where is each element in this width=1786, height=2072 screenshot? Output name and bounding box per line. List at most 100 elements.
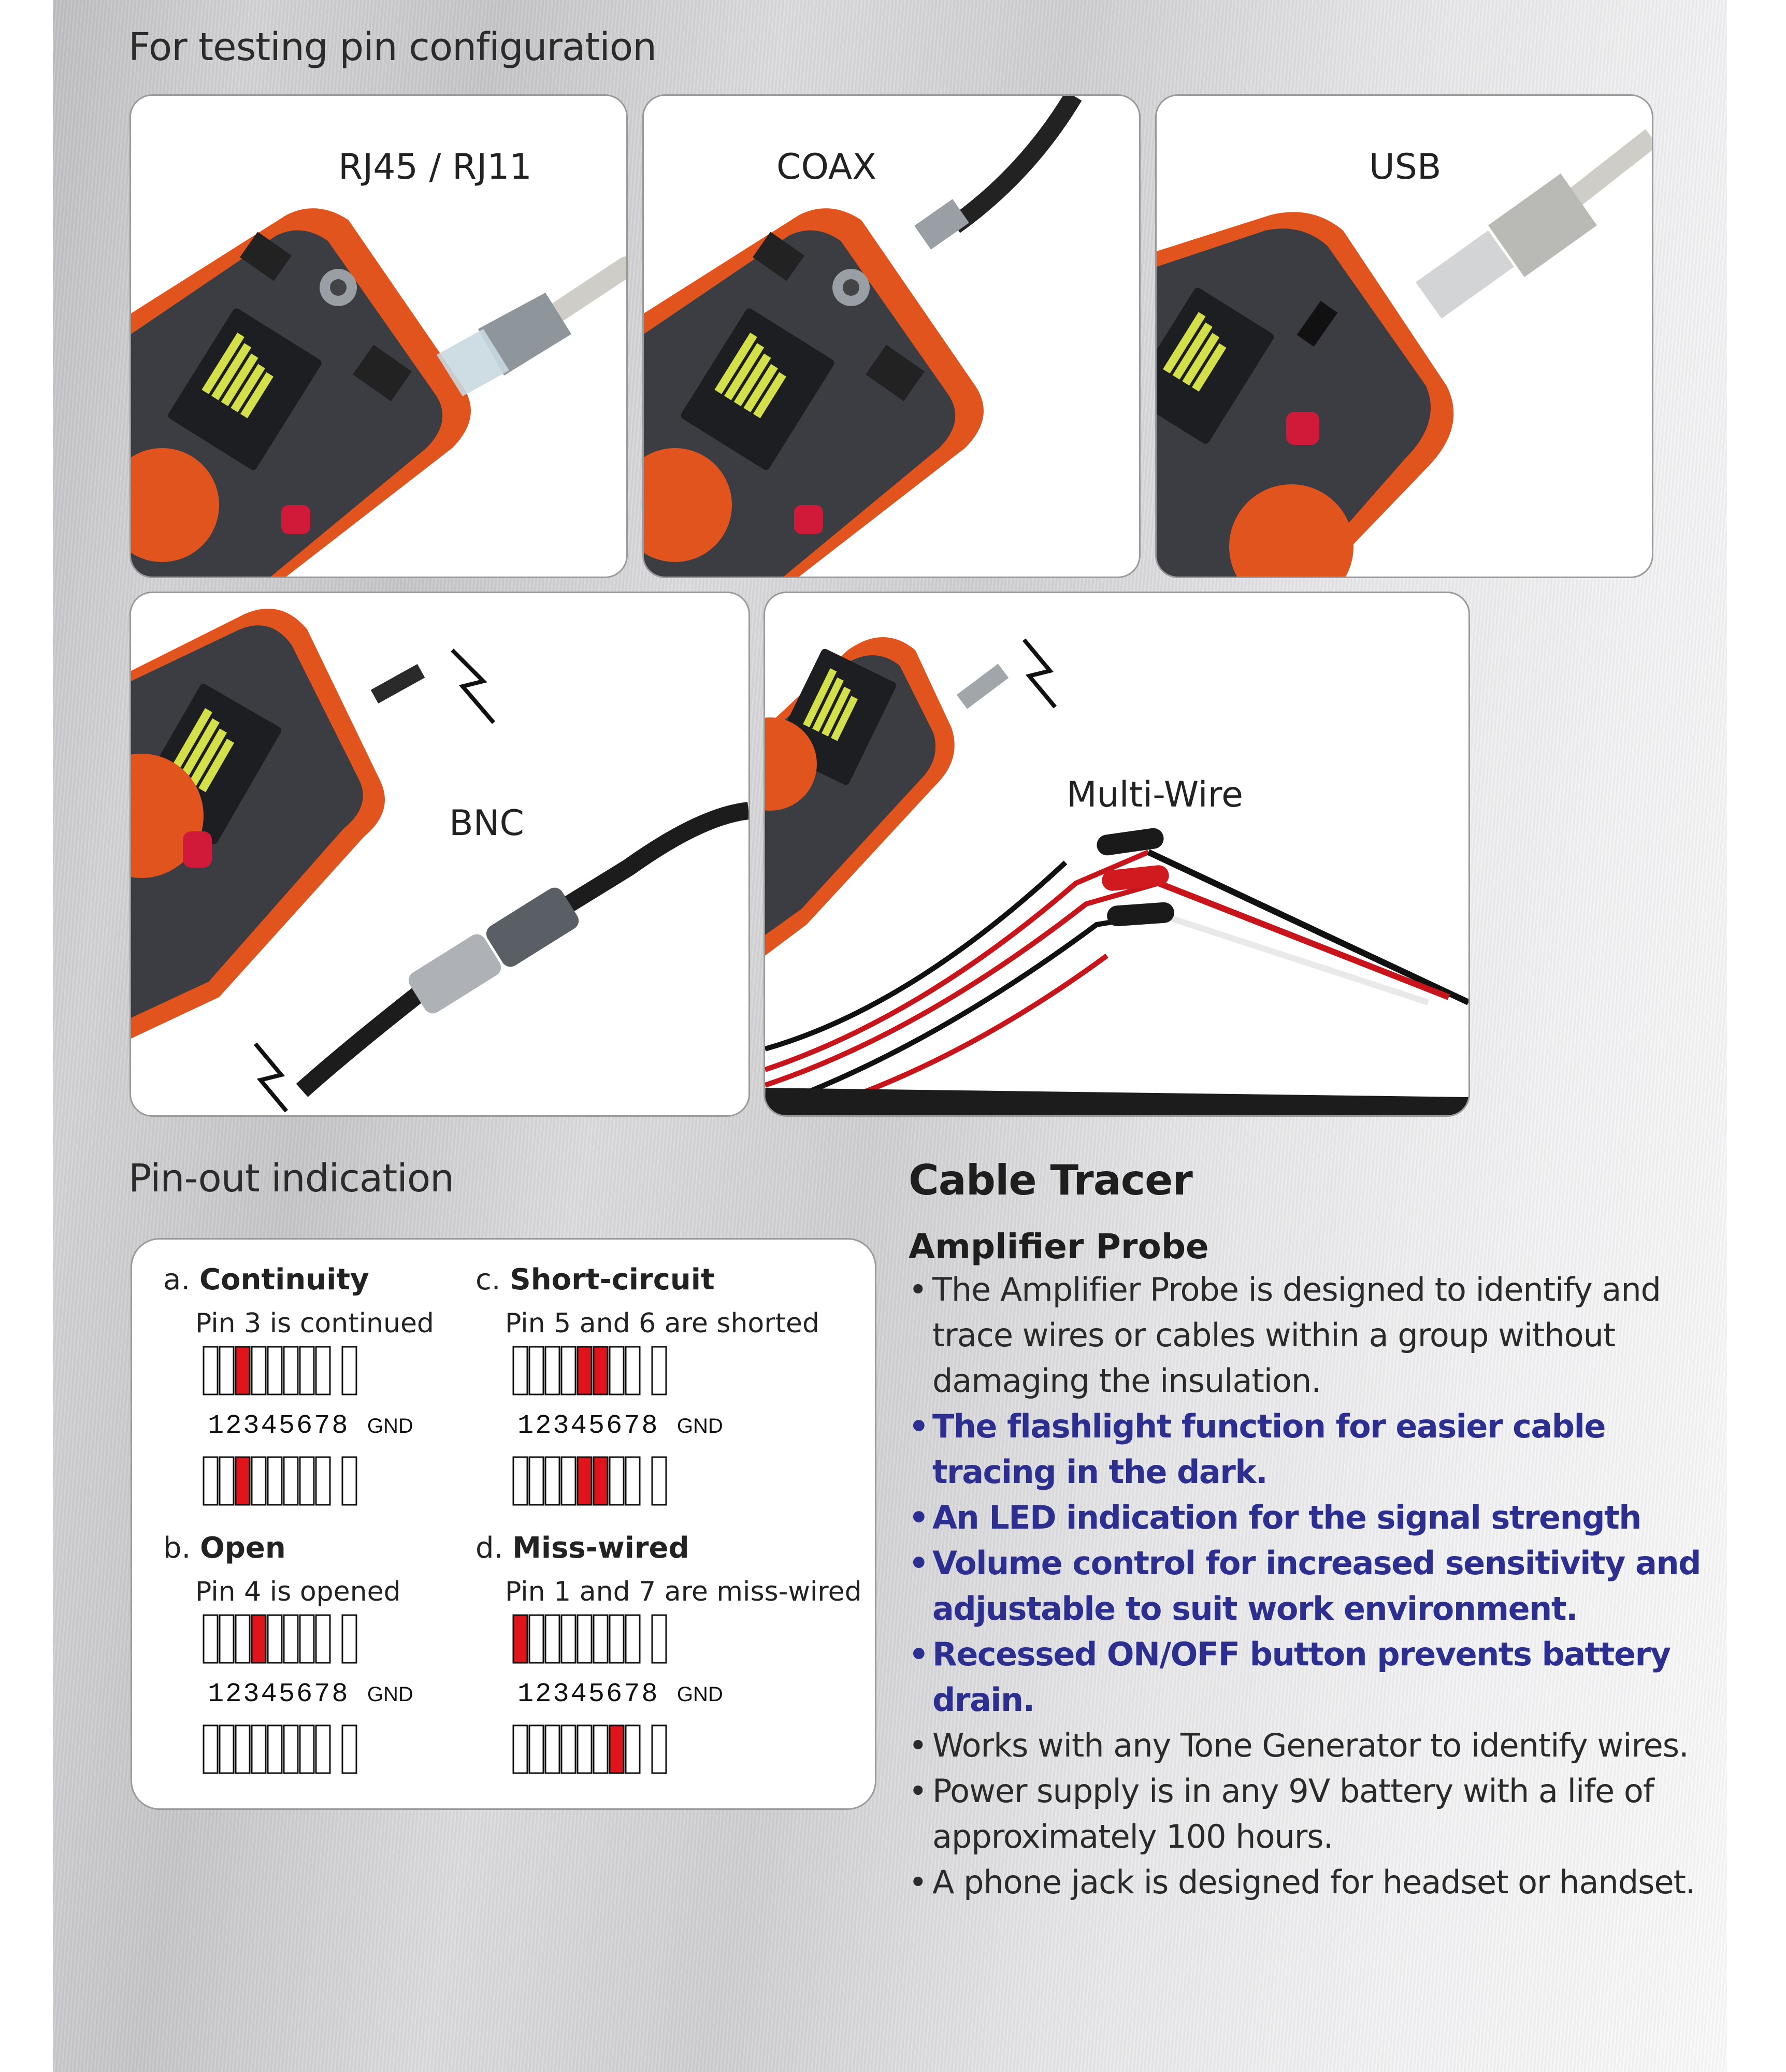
feature-item: Works with any Tone Generator to identif…: [909, 1723, 1717, 1768]
pinout-a-bottom-bar: [203, 1456, 357, 1506]
pin-config-heading: For testing pin configuration: [128, 25, 657, 69]
pin-cell-8: [315, 1724, 331, 1774]
pin-cell-8: [315, 1456, 331, 1506]
pinout-d-numbers: 12345678 GND: [517, 1679, 723, 1709]
pin-cell-2: [528, 1724, 544, 1774]
pin-cell-8: [625, 1724, 641, 1774]
pinout-d-bottom-bar: [512, 1724, 667, 1774]
multiwire-tester-image: [765, 637, 1468, 1115]
pin-cell-2: [528, 1614, 544, 1664]
feature-item: The Amplifier Probe is designed to ident…: [909, 1267, 1717, 1404]
pinout-a-desc: Pin 3 is continued: [195, 1308, 434, 1339]
pinout-b-numbers: 12345678 GND: [208, 1679, 413, 1709]
pin-cell-3: [544, 1614, 560, 1664]
rj45-label: RJ45 / RJ11: [338, 147, 532, 188]
rj45-tester-image: [131, 208, 626, 577]
amplifier-probe-subtitle: Amplifier Probe: [909, 1227, 1209, 1267]
pin-cell-2: [528, 1456, 544, 1506]
pinout-d-top-bar: [512, 1614, 667, 1664]
pin-cell-7: [609, 1724, 625, 1774]
pinout-b-title: b. Open: [163, 1531, 286, 1565]
feature-item: Power supply is in any 9V battery with a…: [909, 1768, 1717, 1860]
pin-cell-1: [512, 1614, 528, 1664]
pin-cell-6: [593, 1346, 609, 1395]
pin-cell-6: [283, 1724, 299, 1774]
pin-cell-8: [625, 1346, 641, 1395]
pin-cell-3: [235, 1346, 251, 1395]
pin-cell-2: [219, 1346, 235, 1395]
feature-list: The Amplifier Probe is designed to ident…: [909, 1267, 1717, 1905]
usb-tester-image: [1157, 129, 1652, 577]
pinout-a-title: a. Continuity: [163, 1263, 369, 1297]
pin-cell-gnd: [651, 1346, 667, 1395]
pin-cell-5: [267, 1724, 283, 1774]
pin-cell-2: [219, 1456, 235, 1506]
pin-cell-3: [544, 1346, 560, 1395]
pinout-c-desc: Pin 5 and 6 are shorted: [505, 1308, 819, 1339]
pin-cell-5: [267, 1614, 283, 1664]
pin-cell-5: [577, 1724, 593, 1774]
cable-tracer-title: Cable Tracer: [909, 1156, 1193, 1204]
pin-cell-7: [299, 1346, 315, 1395]
pinout-c-bottom-bar: [512, 1456, 667, 1506]
coax-tester-image: [644, 96, 1082, 577]
brochure-page: For testing pin configuration RJ45 / RJ1…: [53, 0, 1727, 2072]
pin-cell-8: [315, 1346, 331, 1395]
feature-item-highlight: Volume control for increased sensitivity…: [909, 1541, 1717, 1632]
bnc-label: BNC: [449, 803, 524, 844]
pin-cell-4: [251, 1614, 267, 1664]
pinout-c-title: c. Short-circuit: [476, 1263, 715, 1297]
pin-cell-4: [251, 1724, 267, 1774]
feature-item-highlight: An LED indication for the signal strengt…: [909, 1495, 1717, 1541]
pin-cell-8: [315, 1614, 331, 1664]
pin-cell-4: [560, 1724, 577, 1774]
pin-cell-gnd: [341, 1346, 357, 1395]
pin-cell-1: [512, 1456, 528, 1506]
pin-cell-6: [593, 1456, 609, 1506]
pin-cell-1: [203, 1614, 219, 1664]
pin-cell-gnd: [651, 1456, 667, 1506]
pin-cell-3: [235, 1724, 251, 1774]
pinout-b-bottom-bar: [203, 1724, 357, 1774]
pin-cell-7: [609, 1346, 625, 1395]
pin-cell-gnd: [651, 1724, 667, 1774]
pin-cell-gnd: [341, 1724, 357, 1774]
pin-cell-1: [512, 1724, 528, 1774]
pin-cell-5: [577, 1456, 593, 1506]
pin-cell-gnd: [341, 1456, 357, 1506]
pin-cell-6: [593, 1724, 609, 1774]
pin-cell-5: [267, 1346, 283, 1395]
pin-cell-7: [609, 1456, 625, 1506]
pin-cell-2: [219, 1724, 235, 1774]
panel-usb: USB: [1155, 94, 1653, 578]
feature-item: A phone jack is designed for headset or …: [909, 1860, 1717, 1905]
pinout-d-title: d. Miss-wired: [476, 1531, 689, 1565]
pin-cell-6: [593, 1614, 609, 1664]
pin-cell-4: [251, 1346, 267, 1395]
pinout-heading: Pin-out indication: [128, 1156, 454, 1201]
pin-cell-4: [560, 1456, 577, 1506]
pinout-box: a. Continuity Pin 3 is continued 1234567…: [131, 1238, 876, 1810]
pin-cell-4: [251, 1456, 267, 1506]
pin-cell-3: [235, 1456, 251, 1506]
feature-item-highlight: The flashlight function for easier cable…: [909, 1404, 1717, 1495]
pin-cell-1: [512, 1346, 528, 1395]
pin-cell-1: [203, 1346, 219, 1395]
pin-cell-7: [299, 1614, 315, 1664]
pin-cell-6: [283, 1456, 299, 1506]
multiwire-label: Multi-Wire: [1067, 774, 1243, 815]
panel-multiwire: Multi-Wire: [764, 592, 1470, 1117]
pin-cell-1: [203, 1724, 219, 1774]
pinout-b-desc: Pin 4 is opened: [195, 1576, 401, 1607]
pin-cell-5: [267, 1456, 283, 1506]
pin-cell-6: [283, 1346, 299, 1395]
pin-cell-2: [528, 1346, 544, 1395]
feature-item-highlight: Recessed ON/OFF button prevents battery …: [909, 1632, 1717, 1723]
pin-cell-4: [560, 1614, 577, 1664]
pin-cell-8: [625, 1614, 641, 1664]
pin-cell-1: [203, 1456, 219, 1506]
usb-label: USB: [1369, 147, 1442, 188]
pin-cell-6: [283, 1614, 299, 1664]
pin-cell-7: [609, 1614, 625, 1664]
coax-label: COAX: [776, 147, 876, 188]
